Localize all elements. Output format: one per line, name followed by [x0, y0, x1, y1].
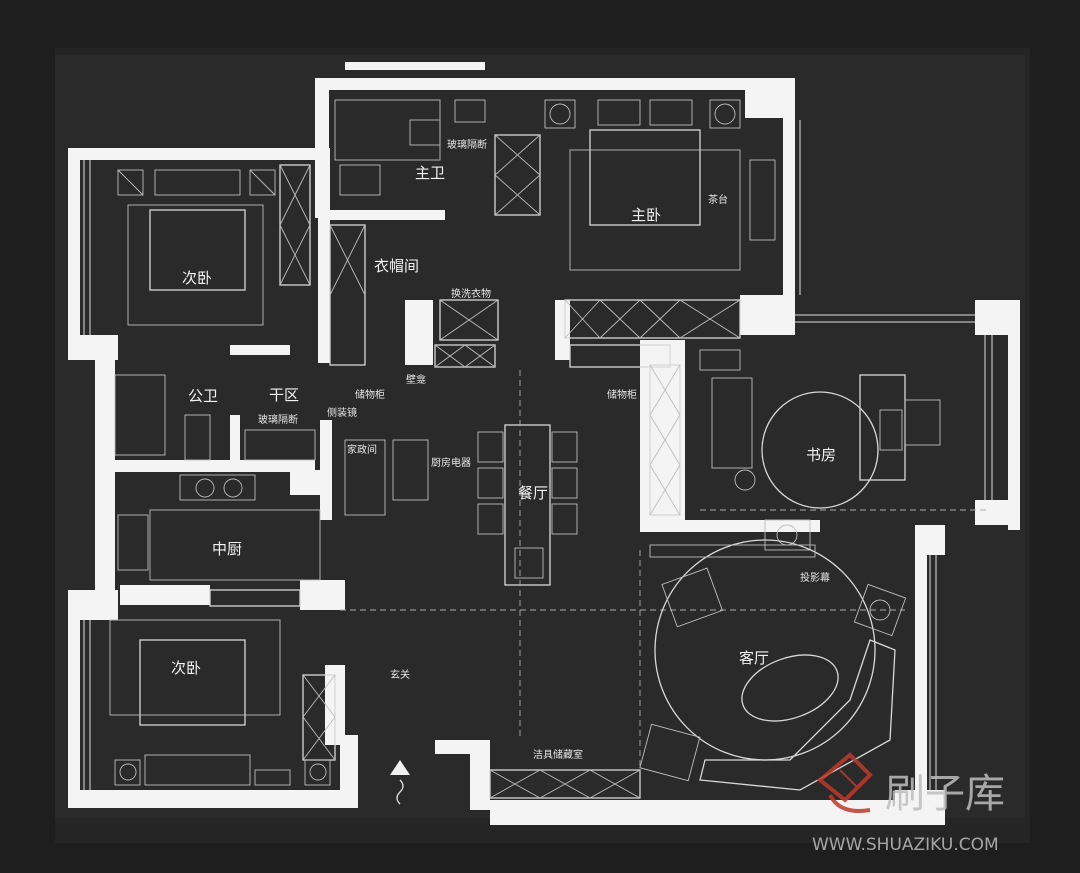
label-glass-partition-top: 玻璃隔断	[447, 138, 487, 151]
label-second-bedroom-bottom: 次卧	[171, 659, 201, 677]
label-tea-table: 茶台	[708, 193, 728, 206]
label-kitchen-appliances: 厨房电器	[431, 456, 471, 469]
label-niche: 壁龛	[406, 373, 426, 386]
label-master-bedroom: 主卧	[631, 206, 661, 224]
furniture-lines	[83, 99, 993, 805]
label-laundry: 换洗衣物	[451, 287, 491, 300]
label-living-room: 客厅	[739, 649, 769, 667]
label-storage-cabinet-1: 储物柜	[355, 388, 385, 401]
label-second-bedroom-top: 次卧	[182, 269, 212, 287]
label-dry-zone: 干区	[269, 386, 299, 404]
brush-logo-icon	[816, 752, 873, 813]
label-master-bath: 主卫	[415, 164, 445, 182]
label-public-bath: 公卫	[188, 387, 218, 405]
watermark-brand: 刷子库	[885, 771, 1005, 817]
watermark-url: WWW.SHUAZIKU.COM	[812, 835, 999, 855]
label-housekeeping: 家政间	[347, 443, 377, 456]
walls	[68, 62, 1020, 825]
label-study: 书房	[806, 446, 836, 464]
label-entrance: 玄关	[390, 668, 410, 681]
label-side-mirror: 侧装镜	[327, 406, 357, 419]
label-dining-room: 餐厅	[518, 484, 548, 502]
label-chinese-kitchen: 中厨	[212, 540, 242, 558]
watermark: 刷子库 WWW.SHUAZIKU.COM	[812, 752, 1005, 855]
label-tool-storage: 洁具储藏室	[533, 748, 583, 761]
label-glass-partition-2: 玻璃隔断	[258, 413, 298, 426]
label-storage-cabinet-2: 储物柜	[607, 388, 637, 401]
room-labels: 主卫 主卧 玻璃隔断 茶台 衣帽间 换洗衣物 次卧 公卫 干区 储物柜 玻璃隔断…	[171, 138, 836, 761]
label-projection-screen: 投影幕	[800, 571, 830, 584]
label-cloakroom: 衣帽间	[374, 257, 419, 275]
chalkboard-background	[55, 48, 1030, 843]
